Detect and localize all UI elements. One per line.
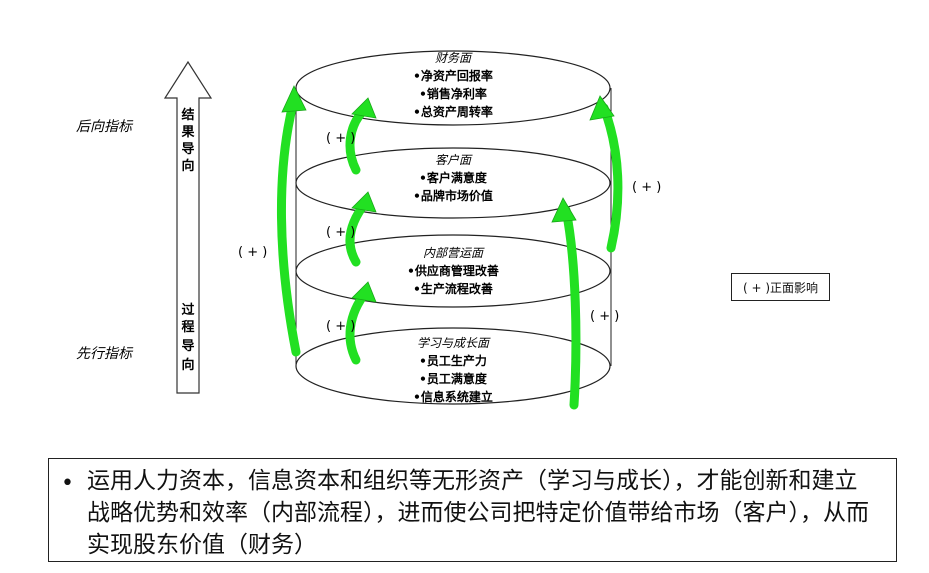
leading-indicator-label: 先行指标 [76,346,134,362]
learning-title: 学习与成长面 [417,336,491,350]
learning-ellipse [295,327,611,405]
customer-item-2: •品牌市场价值 [413,188,493,203]
learning-item-1: •员工生产力 [419,353,487,368]
internal-finance-arrowhead [589,95,615,121]
customer-ellipse [295,147,611,219]
finance-item-1: •净资产回报率 [413,68,493,83]
summary-bullet: • [61,471,74,496]
learning-customer-arrowhead [551,197,577,223]
internal-item-1: •供应商管理改善 [407,263,499,278]
finance-item-3: •总资产周转率 [413,104,493,119]
plus-label-internal: ( + ) [326,319,355,334]
plus-label-right-top: ( + ) [632,180,661,195]
internal-item-2: •生产流程改善 [413,281,493,296]
learning-internal-arrowhead [351,281,377,303]
summary-box: • 运用人力资本，信息资本和组织等无形资产（学习与成长），才能创新和建立战略优势… [48,458,897,562]
internal-ellipse [295,234,611,308]
finance-ellipse [295,50,611,126]
summary-text: 运用人力资本，信息资本和组织等无形资产（学习与成长），才能创新和建立战略优势和效… [87,468,869,558]
arrow-top-char-3: 导 [181,142,194,157]
arrow-top-char-1: 结 [181,107,194,123]
learning-to-customer-arrow [561,205,581,410]
plus-label-finance: ( + ) [326,131,355,146]
plus-label-customer: ( + ) [326,225,355,240]
arrow-bottom-char-1: 过 [181,302,194,318]
customer-item-1: •客户满意度 [419,170,488,185]
plus-label-left: ( + ) [238,245,267,260]
big-left-arrowhead [281,85,307,113]
arrow-top-char-2: 果 [180,125,194,140]
direction-arrow [163,60,213,394]
customer-finance-arrowhead [351,97,377,119]
arrow-bottom-char-4: 向 [181,357,194,373]
big-left-green-arrow [276,95,301,357]
finance-title: 财务面 [435,51,473,65]
finance-item-2: •销售净利率 [419,86,487,101]
customer-title: 客户面 [435,153,473,167]
arrow-bottom-char-2: 程 [181,320,194,335]
legend-box: ( + )正面影响 [731,273,830,301]
plus-label-right-bottom: ( + ) [590,309,619,324]
internal-title: 内部营运面 [423,246,485,260]
arrow-top-char-4: 向 [181,158,194,174]
legend-text: ( + )正面影响 [742,280,819,295]
arrow-bottom-char-3: 导 [181,339,194,354]
lagging-indicator-label: 后向指标 [76,119,134,135]
learning-item-3: •信息系统建立 [413,389,493,404]
internal-to-finance-arrow [599,103,623,253]
learning-item-2: •员工满意度 [419,371,488,386]
internal-customer-arrowhead [351,191,377,213]
